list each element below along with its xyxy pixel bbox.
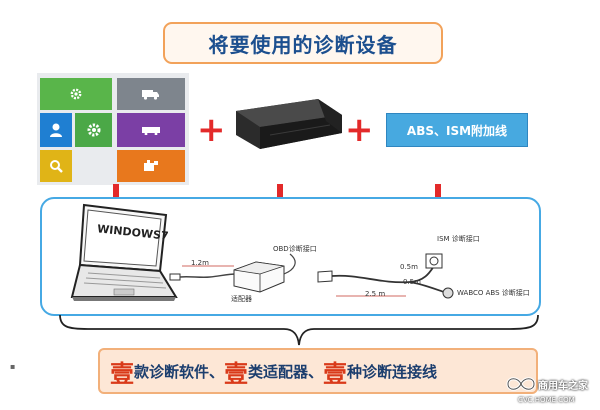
search-icon (50, 160, 63, 173)
user-icon (50, 123, 62, 137)
tile-search (40, 150, 72, 182)
summary-text-1: 款诊断软件、 (134, 362, 225, 381)
watermark-site-name: 商用车之家 (538, 381, 588, 392)
tile-user (40, 113, 72, 147)
summary-num-2: 壹 (224, 359, 249, 388)
laptop-icon (70, 203, 178, 301)
vehicle-icon (142, 127, 160, 135)
tile-truck (117, 78, 185, 110)
summary-banner: 壹 款诊断软件、 壹 类适配器、 壹 种诊断连接线 (98, 348, 538, 394)
tile-tools (117, 150, 185, 182)
ism-port-label: ISM 诊断接口 (437, 235, 480, 243)
tile-settings (40, 78, 112, 110)
cable-length-c: 0.5m (403, 278, 421, 286)
summary-text-2: 类适配器、 (248, 362, 324, 381)
plus-sign-1: + (197, 110, 226, 150)
cable-length-b: 0.5m (400, 263, 418, 271)
wabco-port-label: WABCO ABS 诊断接口 (457, 289, 530, 297)
summary-num-3: 壹 (323, 359, 348, 388)
brace-icon (59, 314, 539, 346)
summary-text-3: 种诊断连接线 (347, 362, 438, 381)
summary-num-1: 壹 (110, 359, 134, 388)
cable-length-d: 2.5 m (365, 290, 386, 298)
tile-config (75, 113, 112, 147)
watermark-url: CVC.HOME.COM (518, 396, 575, 404)
abs-ism-label: ABS、ISM附加线 (406, 123, 508, 138)
page-title: 将要使用的诊断设备 (208, 32, 398, 57)
cog-icon (87, 123, 100, 137)
obd-port-label: OBD诊断接口 (273, 245, 317, 253)
truck-icon (142, 90, 159, 100)
decor-dot: ▪ (10, 362, 16, 371)
plus-sign-2: + (345, 110, 374, 150)
cable-length-a: 1.2m (191, 259, 209, 267)
cable-diagram (169, 253, 454, 299)
tile-vehicle (117, 113, 185, 147)
adapter-label: 适配器 (231, 295, 252, 303)
software-tiles-panel (37, 73, 189, 185)
obd-connector-icon (236, 99, 342, 149)
watermark: 商用车之家 CVC.HOME.COM (498, 369, 598, 409)
tools-icon (144, 160, 158, 171)
gear-icon (70, 88, 82, 100)
abs-ism-cable-box: ABS、ISM附加线 (386, 113, 528, 147)
watermark-logo-icon (506, 377, 536, 391)
title-box: 将要使用的诊断设备 (163, 22, 443, 64)
